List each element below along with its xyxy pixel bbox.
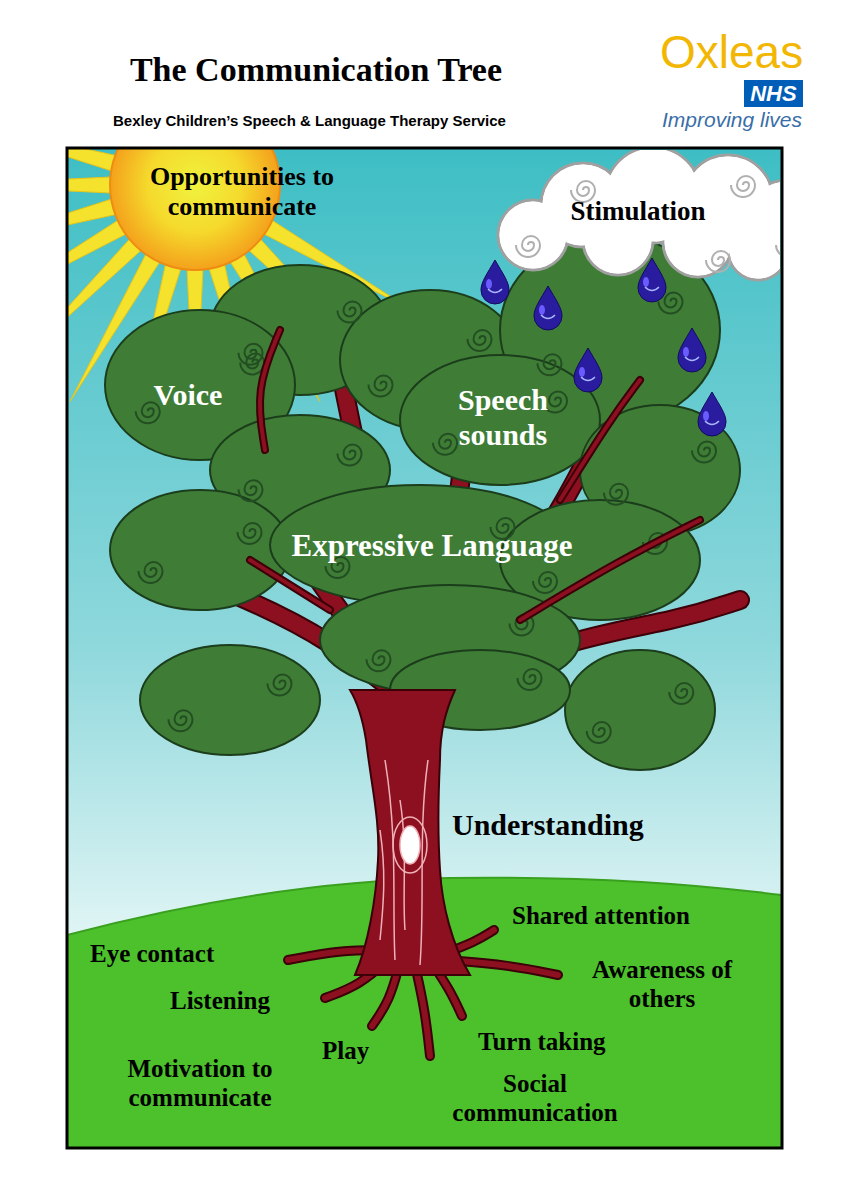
sun-ray: [67, 177, 111, 193]
trunk-hole: [400, 826, 420, 864]
subtitle: Bexley Children’s Speech & Language Ther…: [113, 112, 506, 129]
raindrop: [678, 328, 706, 372]
raindrop: [574, 348, 602, 392]
raindrop: [534, 286, 562, 330]
sun-ray: [67, 148, 116, 171]
tree-picture: [67, 148, 782, 1148]
twig: [560, 380, 640, 500]
trunk-label: Understanding: [452, 808, 644, 843]
foliage-swirl: [239, 480, 263, 501]
foliage-swirl: [433, 434, 457, 455]
raindrop-body: [678, 328, 706, 372]
root-label: Motivation to communicate: [80, 1055, 320, 1113]
foliage-swirl: [139, 562, 163, 583]
foliage-swirl: [468, 330, 492, 351]
root-label: Listening: [170, 987, 270, 1016]
title: The Communication Tree: [130, 50, 502, 89]
foliage-label: Expressive Language: [291, 528, 572, 564]
foliage-clump: [565, 650, 715, 770]
logo-tagline: Improving lives: [662, 108, 802, 132]
raindrop-body: [534, 286, 562, 330]
cloud-swirl: [516, 236, 540, 257]
foliage-clump: [140, 645, 320, 755]
root-label: Social communication: [420, 1070, 650, 1128]
sun-label: Opportunities to communicate: [92, 162, 392, 222]
cloud-swirl: [706, 251, 730, 272]
root-outline: [415, 965, 430, 1056]
raindrop-body: [574, 348, 602, 392]
raindrop: [481, 260, 509, 304]
badge-text: NHS: [744, 80, 802, 107]
trunk-hole-ring: [393, 817, 427, 873]
foliage-clump: [110, 490, 290, 610]
raindrop: [698, 392, 726, 436]
raindrop-shine: [486, 279, 492, 289]
foliage-swirl: [369, 376, 393, 397]
root-label: Play: [322, 1037, 369, 1066]
root-label: Shared attention: [512, 902, 690, 931]
cloud-swirl: [731, 176, 755, 197]
foliage-clump: [400, 355, 600, 485]
bark-line: [385, 760, 395, 960]
raindrop-body: [481, 260, 509, 304]
sky: [67, 148, 782, 1148]
sun-ray: [67, 199, 116, 250]
twig: [250, 560, 330, 610]
foliage-swirl: [169, 710, 193, 731]
twig-outline: [560, 380, 640, 500]
foliage-clump: [105, 310, 295, 460]
foliage-swirl: [238, 523, 262, 544]
foliage-swirl: [518, 669, 542, 690]
foliage-swirl: [338, 302, 362, 323]
foliage-swirl: [338, 445, 362, 466]
foliage-swirl: [604, 484, 628, 505]
raindrop-body: [698, 392, 726, 436]
raindrop-smile: [541, 315, 555, 319]
foliage-label: Voice: [154, 378, 223, 413]
raindrop-smile: [685, 357, 699, 361]
cloud-label: Stimulation: [570, 196, 705, 227]
root-label: Awareness of others: [562, 956, 762, 1014]
logo-name: Oxleas: [660, 26, 803, 79]
twig-outline: [250, 560, 330, 610]
root-label: Eye contact: [90, 940, 214, 969]
raindrop-shine: [643, 277, 649, 287]
foliage-swirl: [587, 722, 611, 743]
raindrop-smile: [705, 421, 719, 425]
bark-line: [380, 830, 384, 940]
foliage-label: Speech sounds: [416, 383, 591, 452]
foliage-swirl: [533, 572, 557, 593]
raindrop-smile: [488, 289, 502, 293]
raindrop-shine: [539, 305, 545, 315]
sun-ray: [67, 220, 126, 310]
foliage-swirl: [268, 675, 292, 696]
cloud-fill: [730, 222, 781, 279]
cloud: Stimulation: [488, 150, 780, 300]
root-label: Turn taking: [478, 1028, 606, 1057]
foliage-swirl: [538, 354, 562, 375]
nhs-badge: NHS: [744, 80, 803, 107]
raindrop-smile: [645, 287, 659, 291]
picture-frame: [67, 148, 782, 1148]
twig-outline: [260, 330, 280, 450]
raindrop-shine: [579, 367, 585, 377]
foliage-swirl: [367, 650, 391, 671]
twig: [260, 330, 280, 450]
cloud-swirl: [776, 236, 780, 257]
foliage-swirl: [692, 442, 716, 463]
root: [415, 965, 430, 1056]
raindrop-shine: [683, 347, 689, 357]
foliage-swirl: [669, 683, 693, 704]
raindrop-shine: [703, 411, 709, 421]
raindrop-smile: [581, 377, 595, 381]
